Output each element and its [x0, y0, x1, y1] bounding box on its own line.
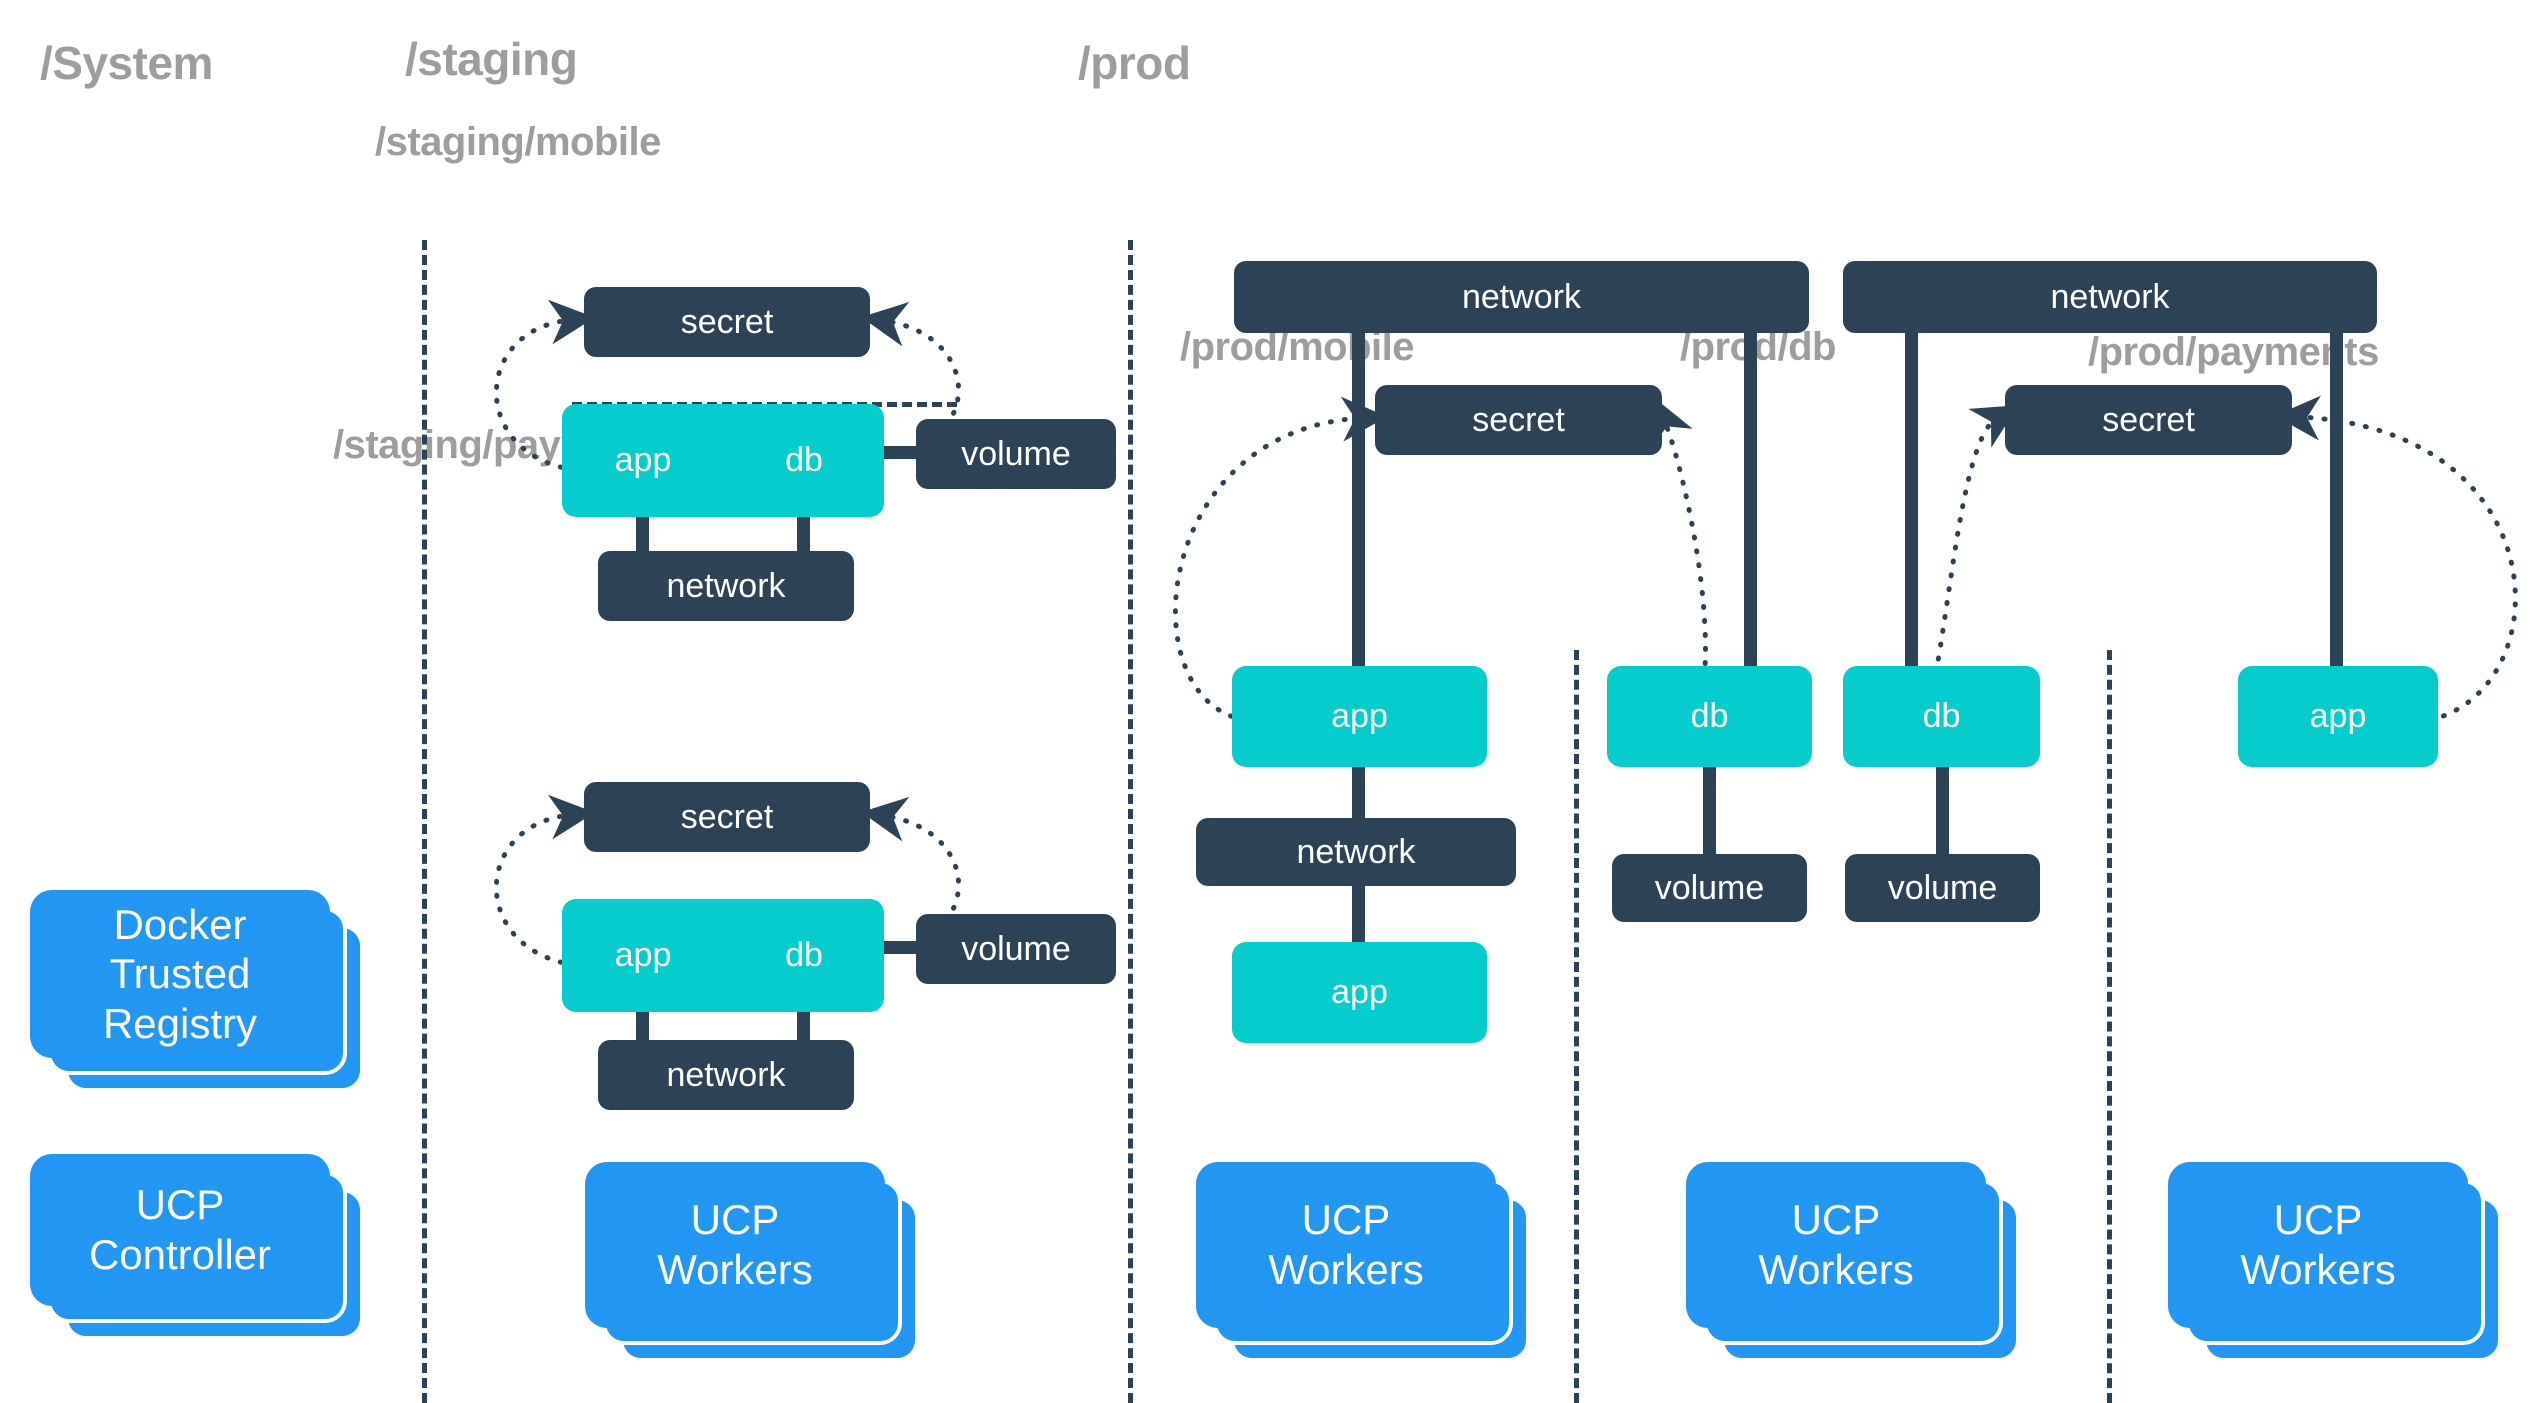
separator-system-staging	[422, 240, 427, 1403]
node-app-staging-mobile[interactable]: app	[562, 404, 724, 517]
separator-proddb-prodpayments	[2107, 650, 2112, 1403]
column-title-system: /System	[40, 37, 213, 89]
node-secret-staging-payments[interactable]: secret	[584, 782, 870, 852]
link-network-right-prod-mobile	[1744, 330, 1757, 671]
node-db-left-prod-db[interactable]: db	[1607, 666, 1812, 767]
link-network-app2-prod-mobile	[1352, 882, 1365, 946]
node-app-bottom-prod-mobile[interactable]: app	[1232, 942, 1487, 1043]
column-title-prod: /prod	[1078, 37, 1191, 89]
node-volume-staging-mobile[interactable]: volume	[916, 419, 1116, 489]
node-network-staging-mobile[interactable]: network	[598, 551, 854, 621]
link-network-db-prod-db	[1905, 330, 1918, 671]
link-db-network-staging-mobile	[797, 514, 810, 556]
link-network-app-prod-mobile	[1352, 330, 1365, 671]
column-title-staging: /staging	[405, 33, 578, 85]
node-app-top-prod-mobile[interactable]: app	[1232, 666, 1487, 767]
link-db-volume-left-prod-db	[1703, 762, 1716, 858]
link-app-network-prod-mobile	[1352, 762, 1365, 822]
node-secret-prod-db[interactable]: secret	[2005, 385, 2292, 455]
link-network-app-prod-payments	[2330, 330, 2343, 671]
separator-staging-prod	[1128, 240, 1133, 1403]
arrow-db-to-secret-prod-db	[1927, 405, 2019, 703]
node-network-top-prod-db[interactable]: network	[1843, 261, 2377, 333]
arrow-db-to-secret-prod-mobile	[1651, 397, 1708, 708]
node-volume-right-prod-db[interactable]: volume	[1845, 854, 2040, 922]
node-network-top-prod-mobile[interactable]: network	[1234, 261, 1809, 333]
node-app-prod-payments[interactable]: app	[2238, 666, 2438, 767]
node-secret-staging-mobile[interactable]: secret	[584, 287, 870, 357]
link-app-network-staging-mobile	[636, 514, 649, 556]
node-volume-left-prod-db[interactable]: volume	[1612, 854, 1807, 922]
node-app-staging-payments[interactable]: app	[562, 899, 724, 1012]
separator-prodmobile-proddb	[1574, 650, 1579, 1403]
group-title-staging-mobile: /staging/mobile	[375, 120, 661, 164]
node-db-staging-mobile[interactable]: db	[724, 404, 884, 517]
node-network-staging-payments[interactable]: network	[598, 1040, 854, 1110]
node-db-right-prod-db[interactable]: db	[1843, 666, 2040, 767]
node-secret-prod-mobile[interactable]: secret	[1375, 385, 1662, 455]
node-volume-staging-payments[interactable]: volume	[916, 914, 1116, 984]
link-db-volume-right-prod-db	[1936, 762, 1949, 858]
node-network-mid-prod-mobile[interactable]: network	[1196, 818, 1516, 886]
node-db-staging-payments[interactable]: db	[724, 899, 884, 1012]
